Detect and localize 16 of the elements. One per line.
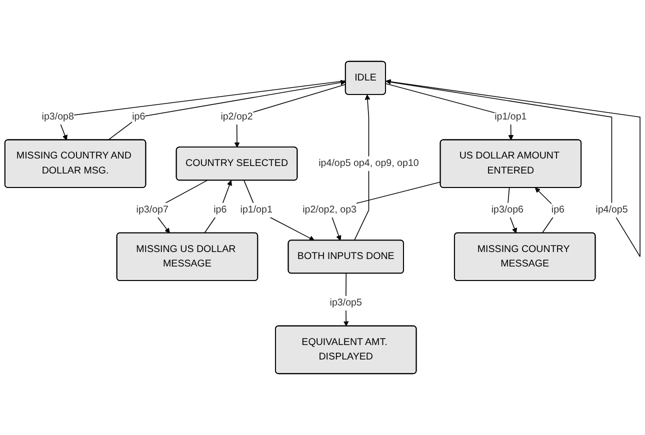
edge-label: ip1/op1 <box>494 112 527 122</box>
edge-label: ip3/op5 <box>330 298 362 308</box>
edge-label: ip6 <box>551 204 564 216</box>
edge-label: ip6 <box>214 204 227 216</box>
edge-label: ip4/op5 <box>596 204 628 216</box>
edge-label: ip1/op1 <box>240 204 272 216</box>
edge-label: ip4/op5 op4, op9, op10 <box>318 158 419 169</box>
arrow <box>204 180 232 234</box>
edge-label: ip6 <box>132 112 146 122</box>
arrow <box>108 80 346 140</box>
edge-label: ip2/op2 <box>220 112 253 122</box>
edge-label: ip3/op8 <box>42 112 74 122</box>
edge-label: ip2/op2, op3 <box>302 204 356 216</box>
edge-label: ip3/op7 <box>136 204 168 216</box>
edge-label: ip3/op6 <box>491 204 524 216</box>
arrow <box>354 94 370 241</box>
